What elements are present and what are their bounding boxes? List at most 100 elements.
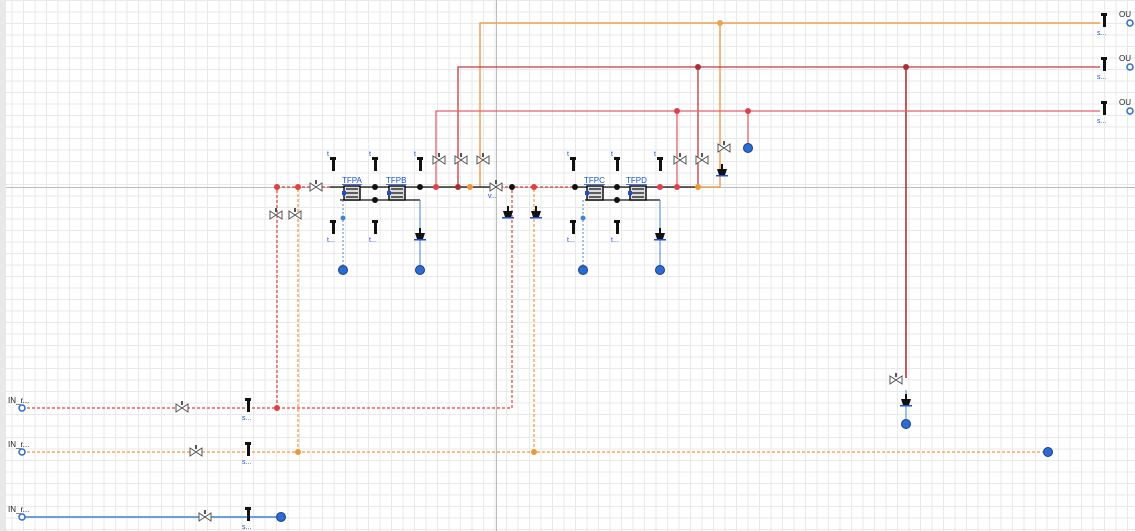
pump-icon [530,206,542,219]
output-label: OU [1119,98,1131,107]
sensor-label: s... [242,459,251,466]
junction-icon [695,64,701,70]
junction-icon [717,20,723,26]
output-sink-2[interactable]: s... OU [1097,54,1134,81]
sensor-icon [330,157,336,171]
sensor-icon [1101,13,1107,27]
sensor-icon [372,220,378,234]
junction-icon [455,184,461,190]
port-icon [415,265,425,275]
component-label-tfpd: TFPD [626,176,647,185]
port-icon [18,448,26,456]
input-source-2[interactable]: IN_r... s... [8,440,251,466]
sensor-icon [1101,57,1107,71]
valves[interactable]: v... [175,140,903,522]
sensor-icon [245,442,251,456]
sensor-label: s... [1097,74,1106,81]
input-label: IN_r... [8,505,29,514]
sensor-label: t [369,151,371,158]
pump-icon [900,394,912,407]
pump-icon [414,228,426,241]
sensors-bottom[interactable]: t... t... t... t... [327,220,620,244]
sensor-label: t... [369,237,377,244]
junction-icon [372,184,378,190]
pumps[interactable] [414,164,912,407]
port-icon [1126,107,1134,115]
outlet-line-red-2[interactable] [435,108,1100,187]
port-icon [18,513,26,521]
sensor-label: t [611,151,613,158]
valve-icon [175,400,189,413]
sensor-icon [417,157,423,171]
input-line-red[interactable] [22,184,513,411]
sensor-icon [372,157,378,171]
component-label-tfpa: TFPA [342,176,363,185]
sensor-label: t [327,151,329,158]
junction-icon [903,64,909,70]
valve-icon [476,152,490,165]
port-icon [655,265,665,275]
valve-icon [489,179,503,192]
port-icon [1126,19,1134,27]
heat-exchanger-icon [341,185,361,201]
valve-icon [189,444,203,457]
sensor-label: s... [242,524,251,531]
sensor-label: s... [242,415,251,422]
valve-icon [198,509,212,522]
valve-label: v... [488,193,497,200]
input-source-3[interactable]: IN_r... s... [8,505,251,531]
canvas-left-border [0,0,6,531]
port-icon [338,265,348,275]
output-sink-1[interactable]: s... OU [1097,10,1134,37]
junction-icon [614,184,620,190]
sensor-icon [570,220,576,234]
input-line-orange[interactable] [22,184,1048,455]
sensor-label: t... [611,237,619,244]
sensor-label: t [654,151,656,158]
sensor-icon [330,220,336,234]
port-icon [1126,63,1134,71]
sensor-lines-blue [342,200,907,420]
valve-icon [269,207,283,220]
outlet-line-orange[interactable] [479,20,1100,188]
junction-icon [614,197,620,203]
junction-icon [467,184,473,190]
junction-icon [433,184,439,190]
heat-exchanger-tfpa[interactable]: TFPA [341,176,363,201]
junction-icon [531,184,537,190]
input-label: IN_r... [8,396,29,405]
heat-exchanger-icon [584,185,604,201]
sensor-label: t... [327,237,335,244]
port-icon [901,419,911,429]
sensor-label: t [567,151,569,158]
junction-icon [274,405,280,411]
junction-icon [531,449,537,455]
junction-icon [580,215,586,221]
input-label: IN_r... [8,440,29,449]
sensors-top[interactable]: t t t t t t [327,151,663,171]
heat-exchanger-tfpb[interactable]: TFPB [386,176,406,201]
ports[interactable] [276,143,1053,522]
junction-icon [274,184,280,190]
output-sink-3[interactable]: s... OU [1097,98,1134,125]
junction-icon [674,184,680,190]
port-icon [743,143,753,153]
heat-exchanger-icon [627,185,647,201]
bus-junctions [295,184,701,221]
heat-exchanger-tfpc[interactable]: TFPC [584,176,605,201]
input-source-1[interactable]: IN_r... s... [8,396,251,422]
junction-icon [572,184,578,190]
valve-icon [889,372,903,385]
junction-icon [674,108,680,114]
heat-exchanger-tfpd[interactable]: TFPD [626,176,647,201]
sensor-label: s... [1097,118,1106,125]
sensor-label: t... [567,237,575,244]
component-label-tfpb: TFPB [386,176,406,185]
sensor-icon [614,157,620,171]
junction-icon [745,108,751,114]
sensor-icon [245,507,251,521]
pump-icon [654,228,666,241]
outlet-line-darkred-1[interactable] [457,64,1100,378]
output-label: OU [1119,54,1131,63]
